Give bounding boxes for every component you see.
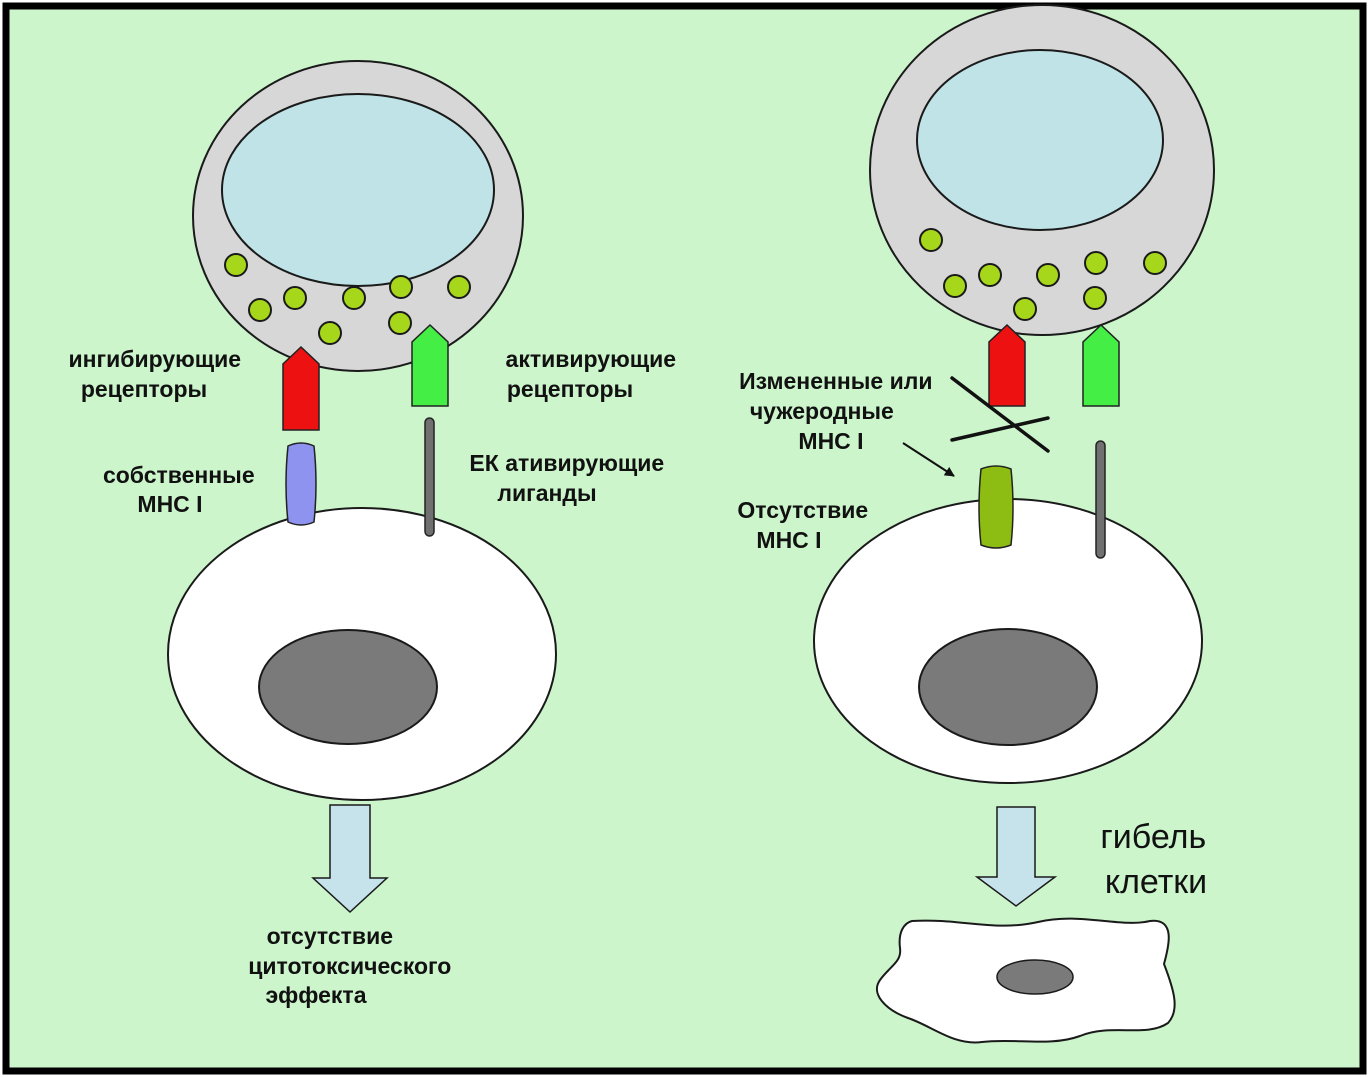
granule <box>1084 287 1106 309</box>
label-line: ЕК ативирующие <box>469 450 664 476</box>
label-line: цитотоксического <box>248 953 451 979</box>
nk-cell-right <box>870 5 1214 335</box>
nk-cell-left <box>193 61 523 371</box>
inhibitory-receptor-icon <box>283 347 319 430</box>
granule <box>979 264 1001 286</box>
label-line: Измененные или <box>739 368 932 394</box>
ligand-icon <box>1096 441 1105 558</box>
activating-receptor-icon <box>412 325 448 406</box>
granule <box>319 322 341 344</box>
dead-cell-nucleus <box>997 960 1073 994</box>
label-line: клетки <box>1105 863 1207 901</box>
dead-cell <box>877 919 1175 1043</box>
label-line: Отсутствие <box>737 497 868 523</box>
label-line: чужеродные <box>750 398 894 424</box>
granule <box>944 275 966 297</box>
label-line: лиганды <box>497 480 596 506</box>
target-nucleus <box>919 629 1097 745</box>
label-line: МНС I <box>137 491 202 517</box>
nk-nucleus <box>222 94 494 286</box>
granule <box>920 229 942 251</box>
label-line: рецепторы <box>81 376 207 402</box>
granule <box>1085 252 1107 274</box>
granule <box>1037 264 1059 286</box>
label-line: рецепторы <box>507 376 633 402</box>
label-line: собственные <box>103 462 255 488</box>
granule <box>448 276 470 298</box>
label-line: МНС I <box>756 527 821 553</box>
activating-receptor-icon <box>1083 325 1119 406</box>
label-line: отсутствие <box>267 923 393 949</box>
label-line: гибель <box>1100 818 1206 856</box>
granule <box>284 287 306 309</box>
granule <box>225 254 247 276</box>
inhibitory-receptor-icon <box>989 325 1025 406</box>
label-line: эффекта <box>265 982 366 1008</box>
granule <box>390 276 412 298</box>
granule <box>389 312 411 334</box>
label-line: активирующие <box>506 346 677 372</box>
ligand-icon <box>425 418 434 536</box>
self-mhc-icon <box>286 443 316 525</box>
granule <box>1144 252 1166 274</box>
nk-nucleus <box>917 50 1163 230</box>
granule <box>343 287 365 309</box>
label-line: МНС I <box>798 428 863 454</box>
label-line: ингибирующие <box>68 346 241 372</box>
granule <box>1014 298 1036 320</box>
target-nucleus <box>259 630 437 744</box>
altered-mhc-icon <box>979 466 1013 548</box>
target-cell-left <box>168 508 556 800</box>
granule <box>249 299 271 321</box>
